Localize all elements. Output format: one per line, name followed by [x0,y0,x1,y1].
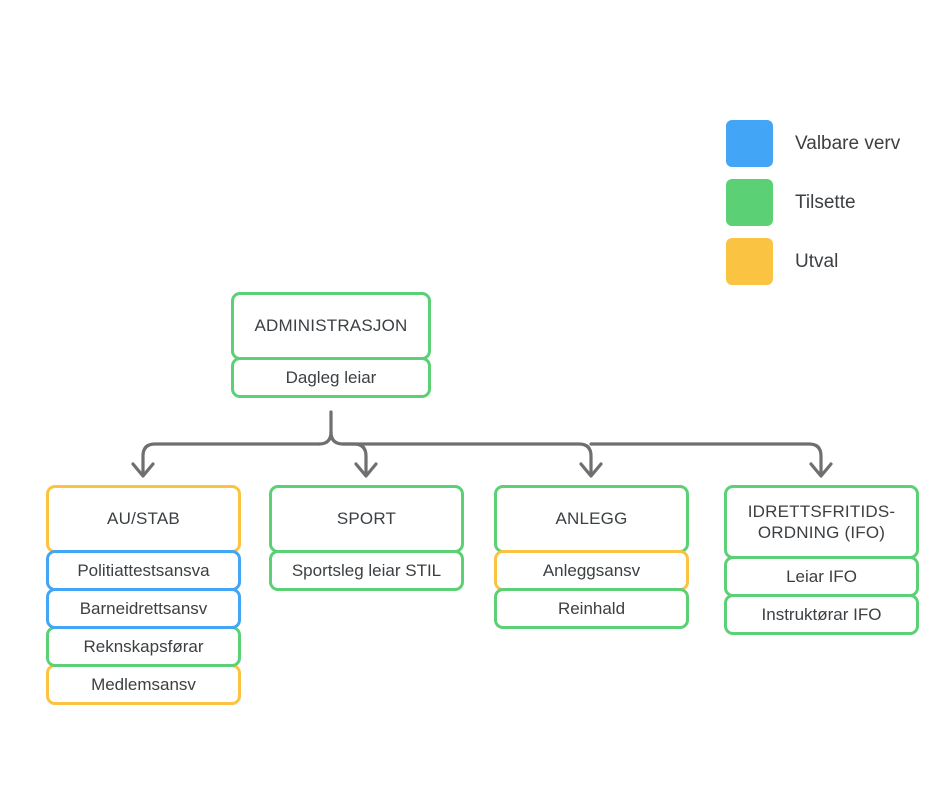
legend-item: Valbare verv [726,120,926,167]
node-administrasjon[interactable]: ADMINISTRASJON Dagleg leiar [231,292,431,398]
node-au-stab[interactable]: AU/STAB Politiattestsansva Barneidrettsa… [46,485,241,705]
legend: Valbare verv Tilsette Utval [726,120,926,297]
arrowhead-ifo [809,462,833,478]
node-role-barneidrettsansv[interactable]: Barneidrettsansv [46,588,241,629]
arrowhead-sport [354,462,378,478]
node-title-administrasjon[interactable]: ADMINISTRASJON [231,292,431,360]
node-title-sport[interactable]: SPORT [269,485,464,553]
connector-bus-right [341,442,593,474]
node-idrettsfritidsordning-ifo[interactable]: IDRETTSFRITIDS-ORDNING (IFO) Leiar IFO I… [724,485,919,635]
arrowhead-au-stab [131,462,155,478]
connector-stem [317,410,333,446]
node-role-sportsleg-leiar-stil[interactable]: Sportsleg leiar STIL [269,550,464,591]
node-role-politiattestsansva[interactable]: Politiattestsansva [46,550,241,591]
node-anlegg[interactable]: ANLEGG Anleggsansv Reinhald [494,485,689,629]
node-sport[interactable]: SPORT Sportsleg leiar STIL [269,485,464,591]
connector-to-sport [329,430,368,474]
node-title-anlegg[interactable]: ANLEGG [494,485,689,553]
connector-to-au-stab [141,442,321,474]
node-title-idrettsfritidsordning-ifo[interactable]: IDRETTSFRITIDS-ORDNING (IFO) [724,485,919,559]
legend-swatch-tilsette [726,179,773,226]
node-role-reinhald[interactable]: Reinhald [494,588,689,629]
connector-to-ifo [589,442,823,474]
node-role-anleggsansv[interactable]: Anleggsansv [494,550,689,591]
legend-swatch-valbare-verv [726,120,773,167]
arrowhead-anlegg [579,462,603,478]
node-title-au-stab[interactable]: AU/STAB [46,485,241,553]
node-role-medlemsansv[interactable]: Medlemsansv [46,664,241,705]
legend-item: Utval [726,238,926,285]
legend-swatch-utval [726,238,773,285]
node-role-reknskapsforar[interactable]: Reknskapsførar [46,626,241,667]
legend-item: Tilsette [726,179,926,226]
legend-label: Valbare verv [795,133,901,154]
legend-label: Tilsette [795,192,856,213]
node-role-dagleg-leiar[interactable]: Dagleg leiar [231,357,431,398]
node-role-leiar-ifo[interactable]: Leiar IFO [724,556,919,597]
node-role-instruktorar-ifo[interactable]: Instruktørar IFO [724,594,919,635]
legend-label: Utval [795,251,839,272]
